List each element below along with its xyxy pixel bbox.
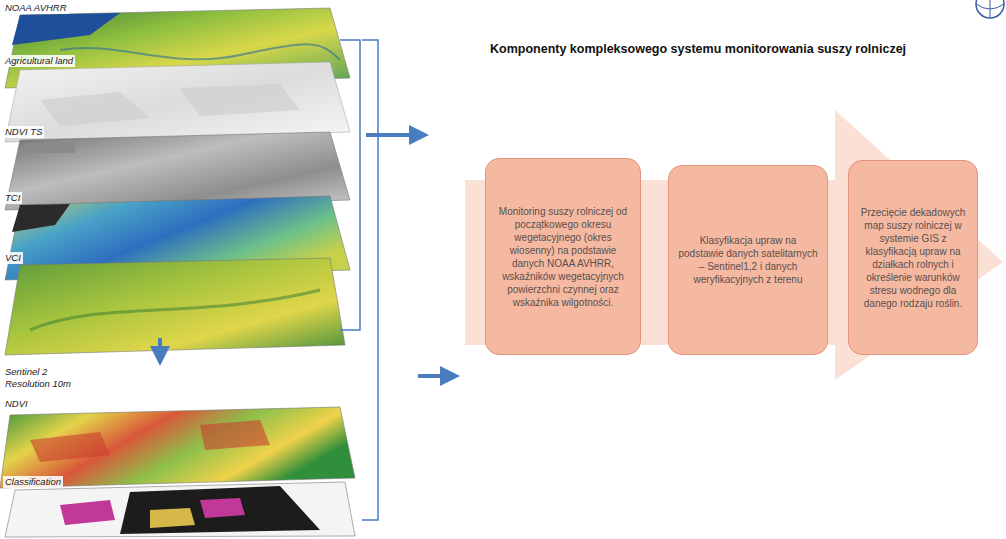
box-text: Przecięcie dekadowych map suszy rolnicze… [857,206,969,310]
process-box: Przecięcie dekadowych map suszy rolnicze… [848,160,978,355]
box-text: Monitoring suszy rolniczej od początkowe… [494,205,632,309]
process-box: Monitoring suszy rolniczej od początkowe… [485,158,641,355]
box-text: Klasyfikacja upraw na podstawie danych s… [677,234,819,286]
layer-label: VCI [3,252,23,264]
layer-label: NDVI TS [3,126,44,138]
layer-label: TCI [3,192,22,204]
layer-label: Sentinel 2 Resolution 10m [3,366,87,390]
process-box: Klasyfikacja upraw na podstawie danych s… [668,165,828,355]
diagram-title: Komponenty kompleksowego systemu monitor… [490,42,906,56]
layer-label: NOAA AVHRR [3,2,69,14]
layer-label: Classification [3,476,63,488]
layer-label: Agricultural land [3,55,75,67]
layer-label: NDVI [3,398,30,410]
